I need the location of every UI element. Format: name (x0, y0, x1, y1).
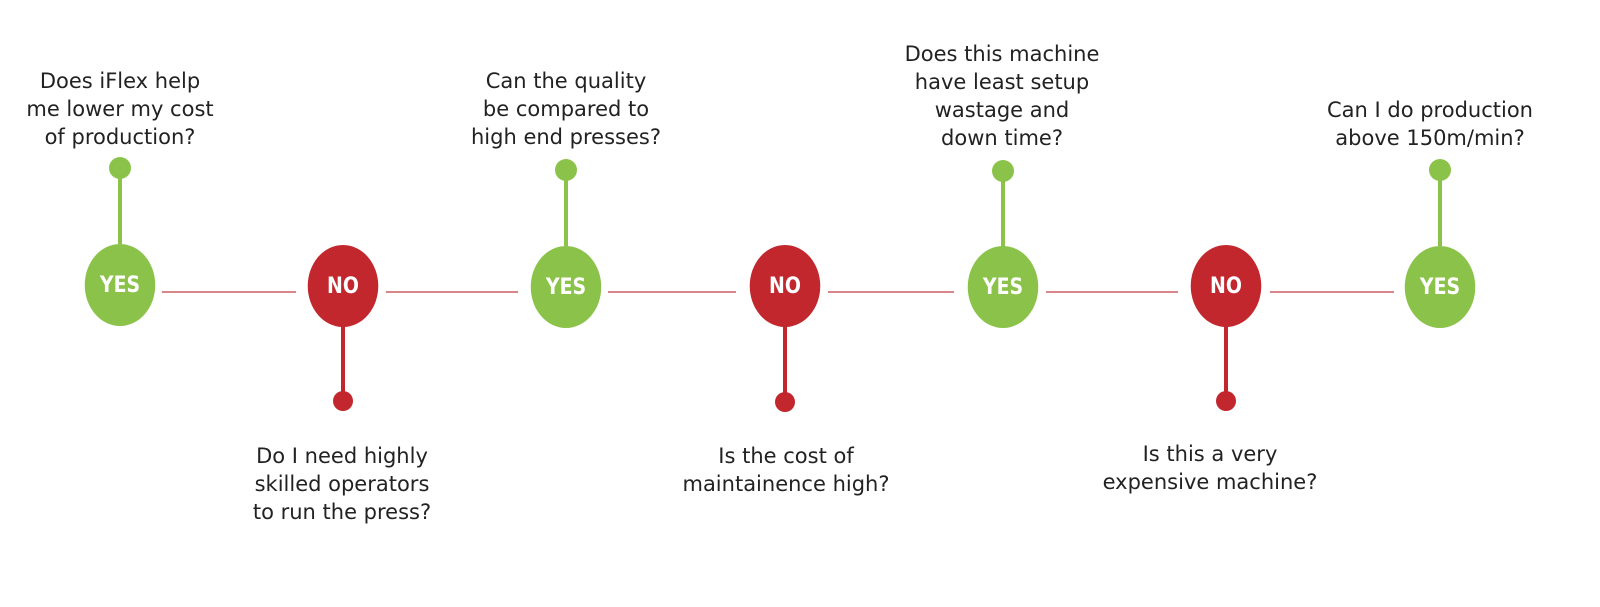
step-2-dot (333, 391, 353, 411)
connector-line-2 (386, 291, 518, 293)
step-5-yes-node: YES (967, 246, 1039, 328)
step-3-stem (564, 178, 568, 246)
step-2-no-node: NO (307, 245, 379, 327)
step-2-question: Do I need highly skilled operators to ru… (252, 444, 432, 524)
step-6-no-node: NO (1190, 245, 1262, 327)
connector-line-6 (1270, 291, 1394, 293)
step-1-question: Does iFlex help me lower my cost of prod… (26, 69, 214, 149)
step-3-yes-node: YES (530, 246, 602, 328)
step-6-dot (1216, 391, 1236, 411)
step-6-question: Is this a very expensive machine? (1102, 442, 1318, 494)
step-7-dot (1429, 159, 1451, 181)
step-3-question: Can the quality be compared to high end … (470, 69, 661, 149)
connector-line-5 (1046, 291, 1178, 293)
connector-line-3 (608, 291, 736, 293)
step-4-stem (783, 326, 787, 394)
step-2-stem (341, 326, 345, 394)
step-3-dot (555, 159, 577, 181)
step-7-question: Can I do production above 150m/min? (1326, 98, 1533, 150)
step-1-yes-node: YES (84, 244, 156, 326)
step-4-no-node: NO (749, 245, 821, 327)
step-1-stem (118, 176, 122, 244)
step-5-stem (1001, 180, 1005, 248)
connector-line-4 (828, 291, 954, 293)
step-5-question: Does this machine have least setup wasta… (904, 42, 1100, 150)
connector-line-1 (162, 291, 296, 293)
step-4-dot (775, 392, 795, 412)
step-5-dot (992, 160, 1014, 182)
step-4-question: Is the cost of maintainence high? (682, 444, 890, 496)
step-7-stem (1438, 178, 1442, 246)
step-1-dot (109, 157, 131, 179)
step-6-stem (1224, 326, 1228, 394)
step-7-yes-node: YES (1404, 246, 1476, 328)
